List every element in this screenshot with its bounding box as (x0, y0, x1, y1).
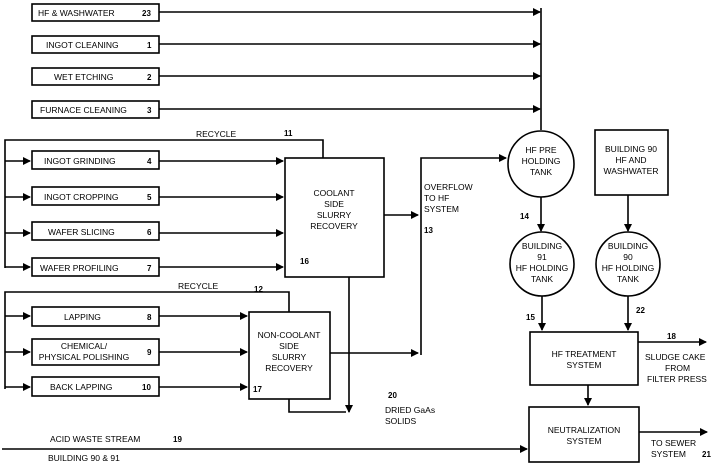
tank-label: BUILDING (608, 241, 648, 251)
box-wafer-slicing: WAFER SLICING 6 (31, 221, 160, 241)
tank-label: BUILDING (522, 241, 562, 251)
tank-label: TANK (617, 274, 639, 284)
recycle-loop-11 (4, 139, 324, 268)
box-ingot-grinding: INGOT GRINDING 4 (31, 150, 160, 170)
stream-number: 6 (147, 228, 152, 237)
tank-label: HF PRE (525, 145, 557, 155)
stream-number: 13 (424, 226, 433, 235)
box-label: RECOVERY (265, 363, 313, 373)
box-coolant-recovery: COOLANT SIDE SLURRY RECOVERY 16 (284, 157, 385, 278)
overflow-line (420, 154, 507, 355)
box-label: SLURRY (272, 352, 307, 362)
stream-number: 10 (142, 383, 151, 392)
stream-number: 7 (147, 264, 152, 273)
stream-number: 4 (147, 157, 152, 166)
acid-label: BUILDING 90 & 91 (48, 453, 120, 463)
box-label: WET ETCHING (54, 72, 113, 82)
stream-number: 23 (142, 9, 151, 18)
box-furnace-cleaning: FURNACE CLEANING 3 (31, 100, 160, 119)
tank-label: TANK (530, 167, 552, 177)
sludge-label: SLUDGE CAKE (645, 352, 706, 362)
recycle-loop-12 (4, 291, 290, 389)
flow-line (288, 399, 346, 413)
tank-label: HOLDING (522, 156, 561, 166)
tank-label: 91 (537, 252, 547, 262)
box-back-lapping: BACK LAPPING 10 (31, 376, 160, 397)
box-label: SYSTEM (567, 360, 602, 370)
stream-number: 14 (520, 212, 529, 221)
overflow-label: OVERFLOW (424, 182, 473, 192)
stream-number: 15 (526, 313, 535, 322)
sludge-label: FILTER PRESS (647, 374, 707, 384)
box-label: SYSTEM (567, 436, 602, 446)
sewer-label: SYSTEM (651, 449, 686, 459)
box-label: BACK LAPPING (50, 382, 112, 392)
recycle-label: RECYCLE (178, 281, 218, 291)
box-label: BUILDING 90 (605, 144, 657, 154)
sewer-label: TO SEWER (651, 438, 696, 448)
box-label: WASHWATER (604, 166, 659, 176)
stream-number: 2 (147, 73, 152, 82)
box-label: PHYSICAL POLISHING (39, 352, 129, 362)
tank-label: HF HOLDING (516, 263, 568, 273)
box-neutralization: NEUTRALIZATION SYSTEM (528, 406, 640, 463)
box-hf-washwater: HF & WASHWATER 23 (31, 3, 160, 22)
box-label: LAPPING (64, 312, 101, 322)
box-label: COOLANT (313, 188, 354, 198)
box-lapping: LAPPING 8 (31, 306, 160, 327)
box-label: CHEMICAL/ (61, 341, 108, 351)
overflow-label: TO HF (424, 193, 449, 203)
stream-number: 12 (254, 285, 263, 294)
stream-number: 17 (253, 385, 262, 394)
stream-number: 21 (702, 450, 711, 459)
box-label: INGOT CROPPING (44, 192, 118, 202)
box-wafer-profiling: WAFER PROFILING 7 (31, 257, 160, 277)
box-label: NON-COOLANT (258, 330, 321, 340)
tank-building-91: BUILDING 91 HF HOLDING TANK (509, 231, 575, 297)
stream-number: 18 (667, 332, 676, 341)
tank-hf-pre-holding: HF PRE HOLDING TANK (507, 130, 575, 198)
stream-number: 22 (636, 306, 645, 315)
box-chemical-polishing: CHEMICAL/ PHYSICAL POLISHING 9 (31, 338, 160, 366)
acid-label: ACID WASTE STREAM (50, 434, 140, 444)
stream-number: 1 (147, 41, 152, 50)
box-label: SIDE (324, 199, 344, 209)
stream-number: 11 (284, 129, 293, 138)
stream-number: 5 (147, 193, 152, 202)
dried-label: DRIED GaAs (385, 405, 435, 415)
box-label: SLURRY (317, 210, 352, 220)
box-label: WAFER PROFILING (40, 263, 119, 273)
box-wet-etching: WET ETCHING 2 (31, 67, 160, 86)
box-label: HF AND (615, 155, 646, 165)
recycle-label: RECYCLE (196, 129, 236, 139)
stream-number: 20 (388, 391, 397, 400)
box-label: INGOT GRINDING (44, 156, 116, 166)
stream-number: 9 (147, 348, 152, 357)
sludge-label: FROM (665, 363, 690, 373)
stream-number: 16 (300, 257, 309, 266)
box-ingot-cleaning: INGOT CLEANING 1 (31, 35, 160, 54)
box-building-90-washwater: BUILDING 90 HF AND WASHWATER (594, 129, 669, 196)
overflow-label: SYSTEM (424, 204, 459, 214)
box-noncoolant-recovery: NON-COOLANT SIDE SLURRY RECOVERY 17 (248, 311, 331, 400)
box-label: HF & WASHWATER (38, 8, 115, 18)
box-label: SIDE (279, 341, 299, 351)
box-label: HF TREATMENT (552, 349, 617, 359)
stream-number: 19 (173, 435, 182, 444)
box-label: WAFER SLICING (48, 227, 115, 237)
box-hf-treatment: HF TREATMENT SYSTEM (529, 331, 639, 386)
box-label: INGOT CLEANING (46, 40, 119, 50)
tank-label: TANK (531, 274, 553, 284)
box-label: NEUTRALIZATION (548, 425, 621, 435)
tank-label: HF HOLDING (602, 263, 654, 273)
box-label: RECOVERY (310, 221, 358, 231)
tank-building-90: BUILDING 90 HF HOLDING TANK (595, 231, 661, 297)
box-label: FURNACE CLEANING (40, 105, 127, 115)
tank-label: 90 (623, 252, 633, 262)
box-ingot-cropping: INGOT CROPPING 5 (31, 186, 160, 206)
dried-label: SOLIDS (385, 416, 417, 426)
stream-number: 3 (147, 106, 152, 115)
stream-number: 8 (147, 313, 152, 322)
